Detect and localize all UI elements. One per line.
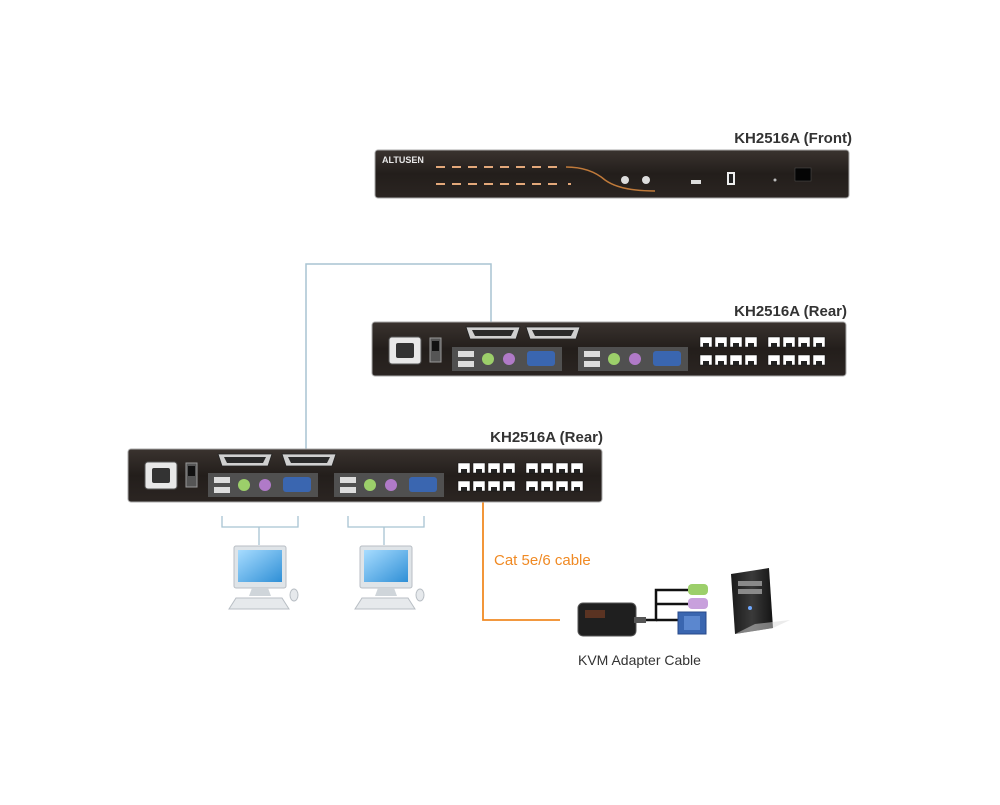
usb-port-icon bbox=[340, 487, 356, 493]
rj45-port-icon bbox=[525, 480, 539, 492]
ps2-port-icon bbox=[238, 479, 250, 491]
rear-unit-2-label: KH2516A (Rear) bbox=[490, 429, 603, 446]
front-led-icon bbox=[773, 178, 777, 182]
console-port-panel bbox=[334, 473, 444, 497]
usb-port-icon bbox=[214, 477, 230, 483]
rj45-port-icon bbox=[767, 354, 781, 366]
front-kvm-unit: ALTUSEN bbox=[374, 149, 850, 199]
rj45-port-icon bbox=[502, 480, 516, 492]
front-unit-label: KH2516A (Front) bbox=[734, 130, 852, 147]
ps2-port-icon bbox=[503, 353, 515, 365]
rear-kvm-unit-2 bbox=[127, 448, 603, 503]
ps2-port-icon bbox=[259, 479, 271, 491]
rj45-port-icon bbox=[487, 480, 501, 492]
front-button-icon bbox=[621, 176, 629, 184]
usb-port-icon bbox=[340, 477, 356, 483]
rj45-port-icon bbox=[699, 336, 713, 348]
rj45-port-icon bbox=[487, 462, 501, 474]
rj45-port-icon bbox=[744, 354, 758, 366]
console-port-panel bbox=[208, 473, 318, 497]
usb-port-icon bbox=[458, 361, 474, 367]
rj45-port-icon bbox=[744, 336, 758, 348]
power-socket-icon bbox=[388, 336, 422, 365]
vga-port-icon bbox=[653, 351, 681, 366]
rj45-port-icon bbox=[525, 462, 539, 474]
ps2-port-icon bbox=[482, 353, 494, 365]
rj45-port-icon bbox=[782, 336, 796, 348]
vga-port-icon bbox=[409, 477, 437, 492]
db25-connector-icon bbox=[281, 453, 337, 467]
rj45-port-icon bbox=[797, 336, 811, 348]
front-usb-port-icon bbox=[691, 180, 701, 184]
console-bracket-2 bbox=[347, 516, 425, 545]
rj45-port-icon bbox=[555, 480, 569, 492]
rj45-port-icon bbox=[782, 354, 796, 366]
rj45-port-icon bbox=[472, 462, 486, 474]
ps2-plug-icon bbox=[688, 584, 708, 595]
cat5-cable-line bbox=[482, 490, 560, 621]
usb-port-icon bbox=[584, 351, 600, 357]
rj45-port-icon bbox=[457, 462, 471, 474]
rj45-port-icon bbox=[472, 480, 486, 492]
keyboard-icon bbox=[228, 597, 290, 610]
ps2-plug-icon bbox=[688, 598, 708, 609]
front-led-buttons bbox=[436, 166, 571, 185]
rj45-port-icon bbox=[729, 354, 743, 366]
rj45-port-icon bbox=[699, 354, 713, 366]
rj45-port-icon bbox=[570, 462, 584, 474]
rj45-port-icon bbox=[767, 336, 781, 348]
rj45-port-icon bbox=[540, 462, 554, 474]
front-accent-swoosh bbox=[565, 166, 656, 192]
usb-port-icon bbox=[214, 487, 230, 493]
brand-logo: ALTUSEN bbox=[382, 155, 424, 165]
rj45-port-icon bbox=[555, 462, 569, 474]
console-workstation-2 bbox=[354, 545, 425, 610]
monitor-icon bbox=[233, 545, 287, 596]
power-switch-icon bbox=[185, 462, 198, 488]
rj45-port-icon bbox=[540, 480, 554, 492]
cable-label: Cat 5e/6 cable bbox=[494, 552, 591, 569]
console-port-panel bbox=[452, 347, 562, 371]
daisy-chain-cable bbox=[305, 263, 492, 458]
rj45-port-icon bbox=[714, 336, 728, 348]
front-button-icon bbox=[642, 176, 650, 184]
power-socket-icon bbox=[144, 461, 178, 490]
mouse-icon bbox=[289, 588, 299, 602]
rear-kvm-unit-1 bbox=[371, 321, 847, 377]
mouse-icon bbox=[415, 588, 425, 602]
ps2-port-icon bbox=[629, 353, 641, 365]
rj45-port-icon bbox=[502, 462, 516, 474]
ps2-port-icon bbox=[385, 479, 397, 491]
db25-connector-icon bbox=[525, 326, 581, 340]
ps2-port-icon bbox=[608, 353, 620, 365]
keyboard-icon bbox=[354, 597, 416, 610]
monitor-icon bbox=[359, 545, 413, 596]
rj45-port-icon bbox=[570, 480, 584, 492]
rj45-port-icon bbox=[812, 354, 826, 366]
vga-port-icon bbox=[283, 477, 311, 492]
kvm-adapter-icon bbox=[577, 584, 708, 637]
db25-connector-icon bbox=[217, 453, 273, 467]
vga-port-icon bbox=[527, 351, 555, 366]
rj45-port-icon bbox=[457, 480, 471, 492]
rear-unit-1-label: KH2516A (Rear) bbox=[734, 303, 847, 320]
power-switch-icon bbox=[429, 337, 442, 363]
rj45-port-icon bbox=[812, 336, 826, 348]
ps2-port-icon bbox=[364, 479, 376, 491]
console-bracket-1 bbox=[221, 516, 299, 545]
console-workstation-1 bbox=[228, 545, 299, 610]
rj45-port-icon bbox=[729, 336, 743, 348]
rj45-port-icon bbox=[714, 354, 728, 366]
db25-connector-icon bbox=[465, 326, 521, 340]
console-port-panel bbox=[578, 347, 688, 371]
usb-port-icon bbox=[584, 361, 600, 367]
usb-port-icon bbox=[458, 351, 474, 357]
pc-tower-icon bbox=[731, 568, 790, 634]
adapter-label: KVM Adapter Cable bbox=[578, 652, 701, 668]
front-display-icon bbox=[794, 167, 812, 182]
rj45-port-icon bbox=[797, 354, 811, 366]
